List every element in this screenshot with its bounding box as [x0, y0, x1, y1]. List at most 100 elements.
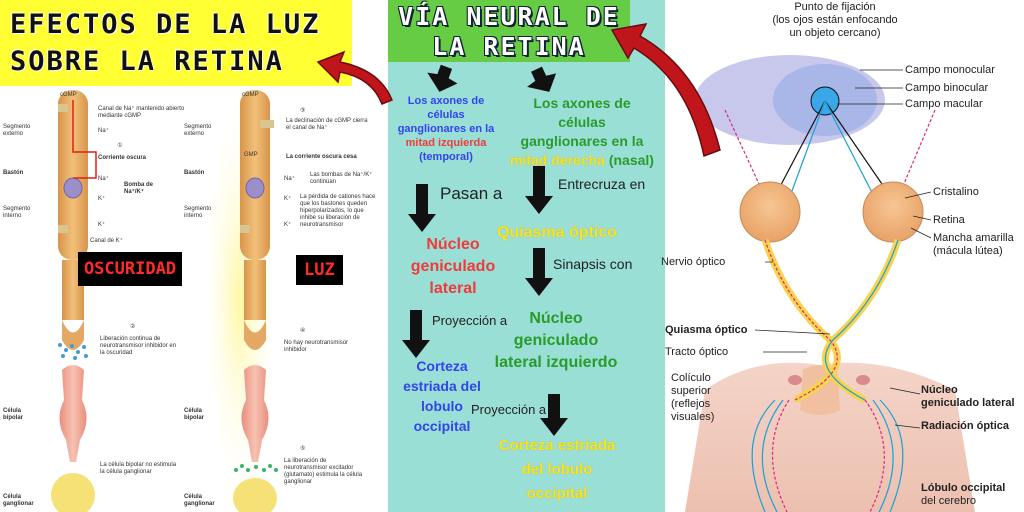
proyeccion-a-2-label: Proyección a: [471, 402, 547, 417]
quiasma-text: Quiasma óptico: [496, 224, 618, 241]
light-bipolar-label: Célula bipolar: [184, 408, 205, 421]
dark-rod-label: Bastón: [3, 170, 24, 176]
right-branch-text: Los axones de células ganglionares en la…: [508, 94, 656, 170]
right-branch-line2: ganglionares en la: [520, 133, 644, 149]
corteza-left-line1: Corteza: [416, 358, 468, 374]
dark-rod-terminal: [62, 320, 84, 350]
light-bipolar-cell: [241, 365, 269, 462]
light-pumps-text: Las bombas de Na⁺/K⁺ continúan: [310, 172, 373, 185]
dark-bipolar-label: Célula bipolar: [3, 408, 24, 421]
binocular-label: Campo binocular: [905, 82, 989, 94]
coliculo-line2: superior: [671, 385, 711, 397]
dark-k-channel-label: Canal de K⁺: [90, 238, 123, 244]
mancha-line1: Mancha amarilla: [933, 232, 1014, 244]
cristalino-label: Cristalino: [933, 186, 979, 198]
coliculo-label: Colículo superior (reflejos visuales): [671, 372, 714, 424]
left-branch-line2: ganglionares en la: [397, 123, 495, 135]
corteza-right-line1: Corteza estriada: [498, 437, 616, 454]
dark-rod-nucleus: [63, 177, 83, 199]
left-eye: [739, 181, 801, 243]
dark-current-label: Corriente oscura: [98, 155, 147, 161]
light-cation-text: La pérdida de cationes hace que los bast…: [300, 194, 376, 228]
dark-segment-outer-label: Segmento externo: [3, 124, 31, 137]
right-branch-line3: mitad derecha: [510, 152, 605, 168]
light-state-tag: LUZ: [296, 255, 343, 285]
light-cgmp-label: cGMP: [242, 92, 259, 98]
fixation-point-label: Punto de fijación (los ojos están enfoca…: [765, 1, 905, 40]
entrecruza-en-label: Entrecruza en: [558, 176, 646, 192]
fixation-line1: Punto de fijación: [794, 1, 876, 13]
brain-outline: [685, 362, 975, 512]
light-step3-text: La declinación de cGMP cierra el canal d…: [286, 118, 368, 131]
dark-na-plus-2: Na⁺: [98, 176, 109, 182]
light-ganglion-label: Célula ganglionar: [184, 494, 215, 507]
left-branch-text: Los axones de células ganglionares en la…: [389, 94, 503, 164]
light-k-channel: [240, 225, 250, 233]
dark-ganglion-cell: [51, 473, 95, 512]
right-branch-line4: (nasal): [608, 152, 654, 168]
down-arrow-icon: [402, 310, 430, 358]
mancha-line2: (mácula lútea): [933, 245, 1003, 257]
left-title-line2: SOBRE LA RETINA: [10, 46, 284, 77]
light-rod-label: Bastón: [184, 170, 205, 176]
dark-na-channel: [58, 104, 68, 112]
right-branch-line1: Los axones de células: [533, 95, 631, 130]
corteza-left-text: Corteza estriada del lobulo occipital: [392, 356, 492, 436]
dark-bipolar-cell: [59, 365, 87, 462]
ngl-izq-text: Núcleo geniculado lateral izquierdo: [486, 308, 626, 374]
right-eye: [862, 181, 924, 243]
down-arrow-icon: [408, 184, 436, 232]
light-na-channel: [260, 120, 274, 128]
light-current-stops: La corriente oscura cesa: [286, 154, 357, 160]
left-title-line1: EFECTOS DE LA LUZ: [10, 9, 321, 40]
lobulo-line2: del cerebro: [921, 495, 977, 507]
dark-k-plus-1: K⁺: [98, 196, 106, 202]
ngl-izq-line3: lateral izquierdo: [494, 354, 618, 371]
dark-cgmp-label: cGMP: [60, 92, 77, 98]
macular-label: Campo macular: [905, 98, 983, 110]
left-panel: EFECTOS DE LA LUZ SOBRE LA RETINA cGMP S…: [0, 0, 388, 512]
left-title: EFECTOS DE LA LUZ SOBRE LA RETINA: [0, 0, 352, 86]
ngl-izq-line1: Núcleo: [529, 310, 583, 327]
light-rod-nucleus: [245, 177, 265, 199]
coliculo-line1: Colículo: [671, 372, 711, 384]
right-panel: Punto de fijación (los ojos están enfoca…: [661, 0, 1024, 512]
light-glutamate-dots: [234, 464, 278, 472]
monocular-label: Campo monocular: [905, 64, 995, 76]
light-na-plus: Na⁺: [284, 176, 295, 182]
fixation-line3: un objeto cercano): [789, 27, 881, 39]
ngl-left-line1: Núcleo: [426, 236, 480, 253]
corteza-right-line3: occipital: [526, 485, 588, 502]
coliculo-line4: visuales): [671, 411, 715, 423]
fixation-line2: (los ojos están enfocando: [772, 14, 898, 26]
retina-label: Retina: [933, 214, 965, 226]
dark-current-line: [72, 100, 97, 179]
dark-step2: ②: [130, 324, 136, 330]
dark-step2-text: Liberación continua de neurotransmisor i…: [100, 336, 177, 356]
left-branch-line3: mitad izquierda: [405, 137, 487, 149]
radiacion-optica-label: Radiación óptica: [921, 420, 1010, 432]
mancha-label: Mancha amarilla (mácula lútea): [933, 232, 1014, 258]
down-arrow-icon: [525, 248, 553, 296]
light-rod-outer-segment: [240, 90, 270, 260]
corteza-right-line2: del lobulo: [521, 461, 593, 478]
ngl-left-line3: lateral: [429, 280, 477, 297]
left-branch-line1: Los axones de células: [407, 95, 485, 121]
dark-k-plus-2: K⁺: [98, 222, 106, 228]
dark-pump-label: Bomba de Na⁺/K⁺: [124, 182, 154, 195]
dark-ganglion-label: Célula ganglionar: [3, 494, 34, 507]
lobulo-occipital-label: Lóbulo occipital del cerebro: [921, 482, 1005, 508]
nucleo-line1: Núcleo: [921, 384, 958, 396]
ngl-left-text: Núcleo geniculado lateral: [398, 234, 508, 300]
light-k-plus-1: K⁺: [284, 196, 292, 202]
light-step5-text: La liberación de neurotransmisor excitad…: [284, 458, 363, 485]
dark-state-tag: OSCURIDAD: [78, 252, 182, 286]
corteza-right-text: Corteza estriada del lobulo occipital: [492, 434, 622, 506]
lateral-geniculate-nuclei: [788, 375, 870, 385]
dark-step1: ①: [117, 143, 123, 149]
down-arrow-icon: [427, 64, 458, 92]
light-step4: ④: [300, 328, 306, 334]
corteza-left-line3: lobulo: [421, 398, 463, 414]
dark-k-channel: [58, 225, 68, 233]
sinapsis-con-label: Sinapsis con: [553, 256, 633, 272]
